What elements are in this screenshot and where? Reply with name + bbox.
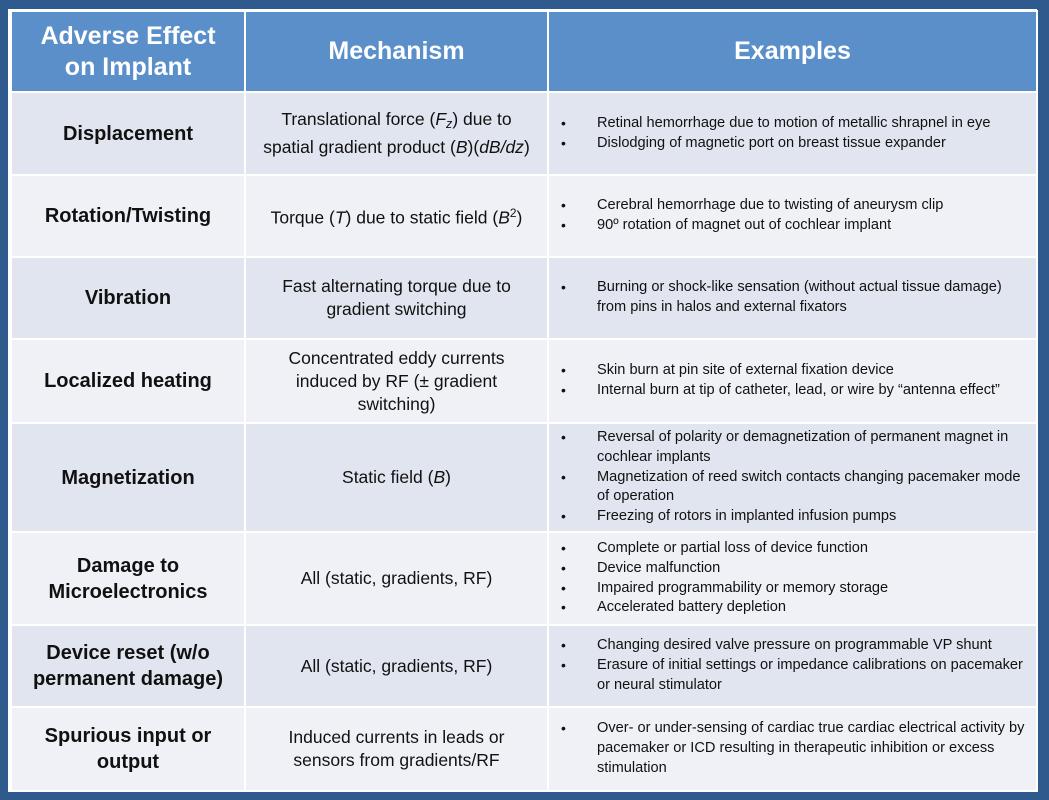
examples-cell: Burning or shock-like sensation (without…	[547, 256, 1038, 340]
slide-frame: Adverse Effect on Implant Mechanism Exam…	[8, 9, 1038, 792]
list-item: Freezing of rotors in implanted infusion…	[561, 507, 1026, 527]
mechanism-cell: Static field (B)	[244, 422, 549, 533]
table-row: Device reset (w/o permanent damage) All …	[10, 624, 1038, 708]
list-item: Internal burn at tip of catheter, lead, …	[561, 381, 1026, 401]
header-mechanism: Mechanism	[244, 10, 549, 93]
examples-list: Over- or under-sensing of cardiac true c…	[561, 719, 1026, 778]
effect-cell: Vibration	[10, 256, 246, 340]
table-row: Displacement Translational force (Fz) du…	[10, 91, 1038, 176]
list-item: Reversal of polarity or demagnetization …	[561, 428, 1026, 467]
table-row: Damage to Microelectronics All (static, …	[10, 531, 1038, 626]
mechanism-cell: Translational force (Fz) due to spatial …	[244, 91, 549, 176]
header-row: Adverse Effect on Implant Mechanism Exam…	[10, 10, 1038, 93]
header-adverse-effect: Adverse Effect on Implant	[10, 10, 246, 93]
list-item: Cerebral hemorrhage due to twisting of a…	[561, 196, 1026, 216]
table-row: Localized heating Concentrated eddy curr…	[10, 338, 1038, 424]
examples-list: Reversal of polarity or demagnetization …	[561, 428, 1026, 527]
examples-cell: Changing desired valve pressure on progr…	[547, 624, 1038, 708]
effect-cell: Spurious input or output	[10, 706, 246, 792]
table-row: Rotation/Twisting Torque (T) due to stat…	[10, 174, 1038, 258]
effect-cell: Rotation/Twisting	[10, 174, 246, 258]
effect-cell: Magnetization	[10, 422, 246, 533]
examples-list: Complete or partial loss of device funct…	[561, 539, 1026, 618]
examples-cell: Over- or under-sensing of cardiac true c…	[547, 706, 1038, 792]
effect-cell: Device reset (w/o permanent damage)	[10, 624, 246, 708]
adverse-effects-table: Adverse Effect on Implant Mechanism Exam…	[10, 10, 1038, 792]
list-item: Device malfunction	[561, 559, 1026, 579]
examples-cell: Retinal hemorrhage due to motion of meta…	[547, 91, 1038, 176]
table-row: Magnetization Static field (B) Reversal …	[10, 422, 1038, 533]
list-item: Erasure of initial settings or impedance…	[561, 656, 1026, 695]
effect-cell: Localized heating	[10, 338, 246, 424]
header-examples: Examples	[547, 10, 1038, 93]
list-item: 90º rotation of magnet out of cochlear i…	[561, 216, 1026, 236]
examples-list: Retinal hemorrhage due to motion of meta…	[561, 114, 1026, 153]
list-item: Skin burn at pin site of external fixati…	[561, 361, 1026, 381]
list-item: Dislodging of magnetic port on breast ti…	[561, 134, 1026, 154]
examples-list: Burning or shock-like sensation (without…	[561, 278, 1026, 317]
mechanism-cell: Fast alternating torque due to gradient …	[244, 256, 549, 340]
mechanism-cell: Torque (T) due to static field (B2)	[244, 174, 549, 258]
list-item: Complete or partial loss of device funct…	[561, 539, 1026, 559]
list-item: Magnetization of reed switch contacts ch…	[561, 468, 1026, 507]
examples-list: Changing desired valve pressure on progr…	[561, 636, 1026, 695]
effect-cell: Damage to Microelectronics	[10, 531, 246, 626]
list-item: Over- or under-sensing of cardiac true c…	[561, 719, 1026, 778]
mechanism-cell: Induced currents in leads or sensors fro…	[244, 706, 549, 792]
mechanism-cell: Concentrated eddy currents induced by RF…	[244, 338, 549, 424]
table-row: Vibration Fast alternating torque due to…	[10, 256, 1038, 340]
effect-cell: Displacement	[10, 91, 246, 176]
examples-list: Skin burn at pin site of external fixati…	[561, 361, 1026, 400]
list-item: Impaired programmability or memory stora…	[561, 579, 1026, 599]
table-row: Spurious input or output Induced current…	[10, 706, 1038, 792]
examples-cell: Complete or partial loss of device funct…	[547, 531, 1038, 626]
examples-cell: Skin burn at pin site of external fixati…	[547, 338, 1038, 424]
mechanism-cell: All (static, gradients, RF)	[244, 624, 549, 708]
list-item: Burning or shock-like sensation (without…	[561, 278, 1026, 317]
examples-cell: Cerebral hemorrhage due to twisting of a…	[547, 174, 1038, 258]
list-item: Accelerated battery depletion	[561, 598, 1026, 618]
examples-list: Cerebral hemorrhage due to twisting of a…	[561, 196, 1026, 235]
list-item: Changing desired valve pressure on progr…	[561, 636, 1026, 656]
examples-cell: Reversal of polarity or demagnetization …	[547, 422, 1038, 533]
list-item: Retinal hemorrhage due to motion of meta…	[561, 114, 1026, 134]
mechanism-cell: All (static, gradients, RF)	[244, 531, 549, 626]
